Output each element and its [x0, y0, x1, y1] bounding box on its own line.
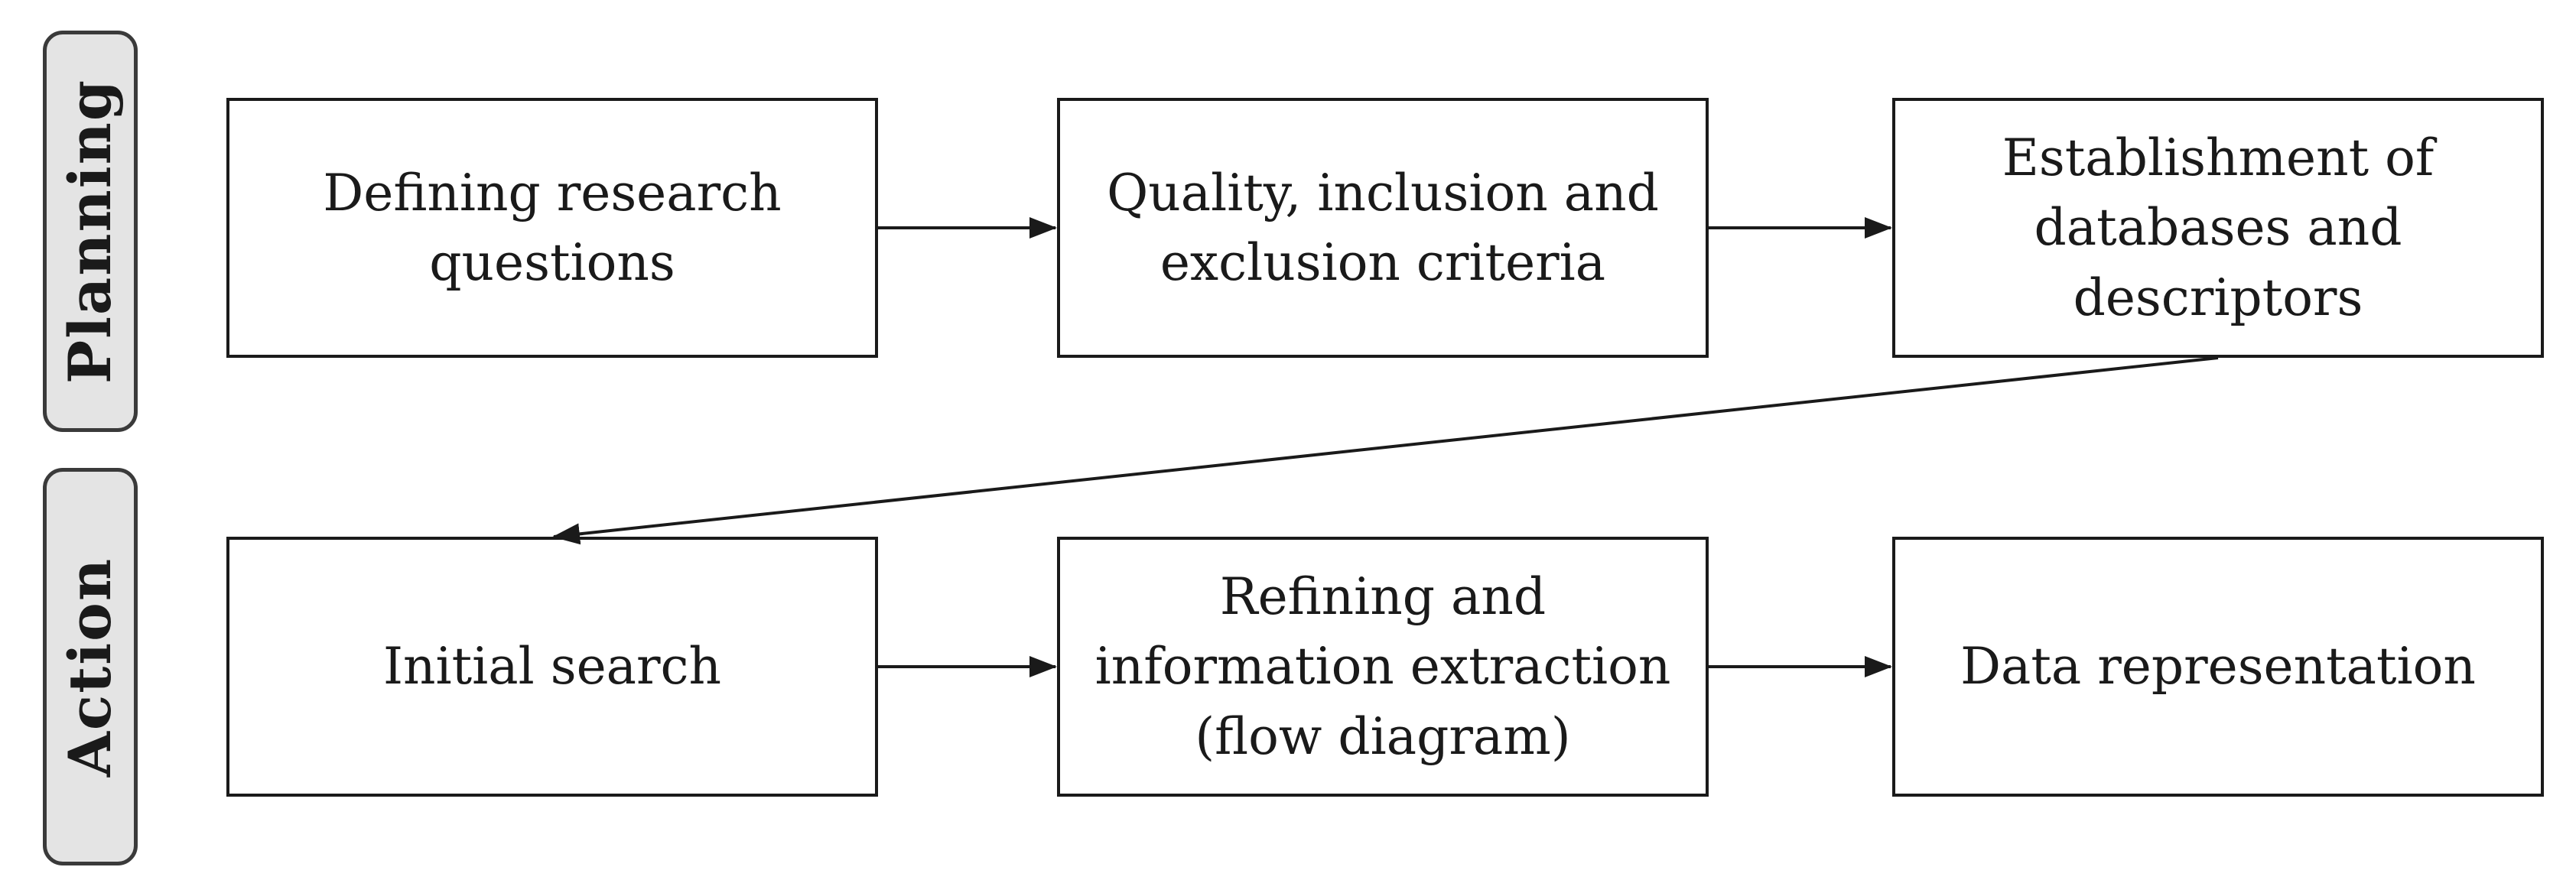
step-data-representation: Data representation	[1892, 537, 2544, 797]
step-data-representation-text: Data representation	[1960, 637, 2476, 697]
step-initial-search: Initial search	[226, 537, 878, 797]
step-refining-information-extraction-text: Refining and information extraction (flo…	[1094, 567, 1671, 766]
step-defining-research-questions: Defining research questions	[226, 98, 878, 358]
arrow-databases-to-initial-search	[552, 356, 2219, 545]
phase-label-planning-text: Planning	[56, 78, 125, 385]
step-establishment-of-databases: Establishment of databases and descripto…	[1892, 98, 2544, 358]
step-establishment-of-databases-text: Establishment of databases and descripto…	[2002, 128, 2435, 327]
phase-label-action-text: Action	[56, 557, 125, 777]
step-quality-inclusion-exclusion-criteria: Quality, inclusion and exclusion criteri…	[1057, 98, 1709, 358]
phase-label-action: Action	[43, 468, 138, 865]
step-initial-search-text: Initial search	[382, 637, 722, 697]
step-defining-research-questions-text: Defining research questions	[323, 163, 782, 292]
step-refining-information-extraction: Refining and information extraction (flo…	[1057, 537, 1709, 797]
step-quality-inclusion-exclusion-criteria-text: Quality, inclusion and exclusion criteri…	[1107, 163, 1659, 292]
phase-label-planning: Planning	[43, 31, 138, 432]
